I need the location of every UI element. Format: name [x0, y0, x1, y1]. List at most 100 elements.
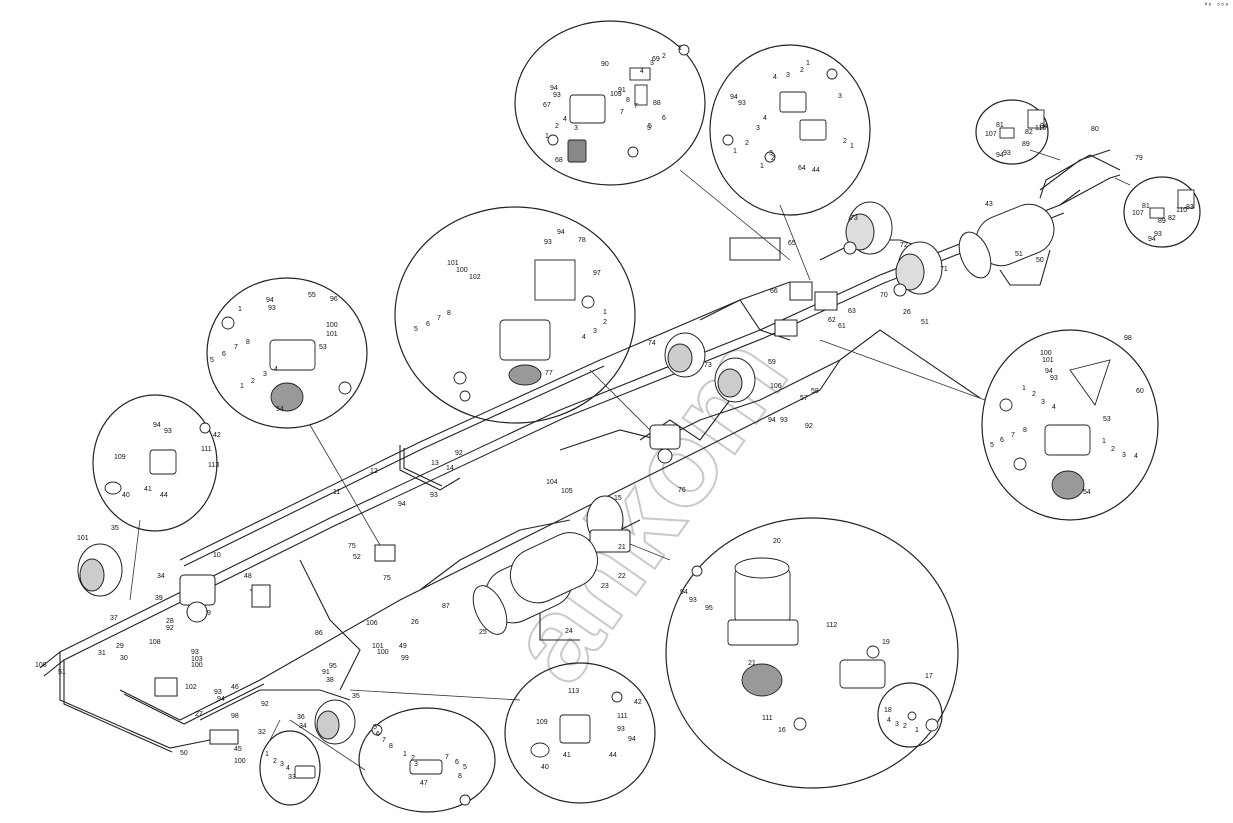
- callout-number: 93: [1154, 231, 1162, 238]
- callout-number: 33: [288, 774, 296, 781]
- callout-number: 3: [786, 72, 790, 79]
- callout-number: 3: [1041, 399, 1045, 406]
- callout-number: 3: [838, 93, 842, 100]
- callout-number: 94: [1045, 368, 1053, 375]
- callout-number: 95: [329, 663, 337, 670]
- callout-number: 6: [376, 731, 380, 738]
- callout-number: 105: [561, 488, 573, 495]
- callout-number: 4: [763, 115, 767, 122]
- callout-number: 75: [348, 543, 356, 550]
- callout-number: 1: [603, 309, 607, 316]
- bracket-48: [251, 584, 271, 608]
- callout-number: 93: [214, 689, 222, 696]
- callout-number: 3: [574, 125, 578, 132]
- callout-number: 4: [563, 116, 567, 123]
- callout-number: 3: [593, 328, 597, 335]
- callout-number: 37: [110, 615, 118, 622]
- callout-number: 5: [990, 442, 994, 449]
- callout-number: 109: [536, 719, 548, 726]
- callout-number: 6: [1000, 437, 1004, 444]
- callout-number: 11: [333, 489, 340, 496]
- detail-circle-c7: [92, 394, 218, 532]
- callout-number: 3: [650, 60, 654, 67]
- callout-number: 3: [895, 721, 899, 728]
- callout-number: 26: [903, 309, 911, 316]
- callout-number: 41: [144, 486, 152, 493]
- callout-number: 111: [201, 446, 212, 453]
- callout-number: 93: [617, 726, 625, 733]
- leader-lines: [129, 149, 1131, 771]
- callout-number: 23: [601, 583, 609, 590]
- callout-number: 1: [760, 163, 764, 170]
- callout-number: 28: [166, 618, 174, 625]
- callout-number: 64: [798, 165, 806, 172]
- callout-number: 4: [773, 74, 777, 81]
- detail-components: [104, 44, 1195, 806]
- callout-number: 110: [1176, 207, 1187, 214]
- callout-number: 100: [326, 322, 338, 329]
- callout-number: 7: [1011, 432, 1015, 439]
- detail-circle-c10: [504, 662, 656, 804]
- callout-number: 2: [1111, 446, 1115, 453]
- callout-number: 36: [297, 714, 305, 721]
- callout-number: 91: [322, 669, 330, 676]
- air-tank: [958, 203, 1055, 279]
- callout-number: 93: [191, 649, 199, 656]
- callout-number: 2: [603, 319, 607, 326]
- callout-number: 1: [915, 727, 919, 734]
- callout-number: 92: [166, 625, 174, 632]
- callout-number: 94: [398, 501, 406, 508]
- callout-number: 57: [800, 395, 808, 402]
- callout-number: 101: [77, 535, 89, 542]
- callout-number: 2: [843, 138, 847, 145]
- callout-number: 75: [383, 575, 391, 582]
- callout-number: 8: [1023, 427, 1027, 434]
- callout-number: 100: [234, 758, 246, 765]
- callout-number: 89: [1158, 218, 1166, 225]
- callout-number: 94: [730, 94, 738, 101]
- callout-number: 65: [788, 240, 796, 247]
- callout-number: 88: [653, 100, 661, 107]
- callout-number: 70: [880, 292, 888, 299]
- callout-number: 111: [762, 715, 773, 722]
- callout-number: 1: [238, 306, 242, 313]
- callout-number: 92: [805, 423, 813, 430]
- callout-number: 5: [414, 326, 418, 333]
- callout-number: 26: [411, 619, 419, 626]
- brake-chamber-35-lower: [314, 699, 356, 745]
- callout-number: 58: [811, 388, 819, 395]
- callout-number: 93: [430, 492, 438, 499]
- callout-number: 67: [543, 102, 551, 109]
- callout-number: 107: [1132, 210, 1144, 217]
- callout-number: 86: [315, 630, 323, 637]
- callout-number: 94: [153, 422, 161, 429]
- callout-number: 22: [618, 573, 626, 580]
- callout-number: 2: [662, 53, 666, 60]
- callout-number: 1: [733, 148, 737, 155]
- brake-chamber-72: [843, 201, 893, 255]
- frame-components: [77, 201, 1055, 745]
- callout-number: 8: [246, 339, 250, 346]
- callout-number: 95: [705, 605, 713, 612]
- callout-number: 92: [261, 701, 269, 708]
- callout-number: 94: [768, 417, 776, 424]
- callout-number: 44: [609, 752, 617, 759]
- callout-number: 2: [771, 155, 775, 162]
- callout-number: 90: [601, 61, 609, 68]
- callout-number: 93: [1003, 150, 1011, 157]
- callout-number: 25: [479, 629, 487, 636]
- callout-number: 98: [1124, 335, 1132, 342]
- callout-number: 69: [652, 56, 660, 63]
- callout-number: 40: [122, 492, 130, 499]
- callout-number: 94: [1148, 236, 1156, 243]
- callout-number: 24: [565, 628, 573, 635]
- callout-number: 103: [191, 656, 203, 663]
- detail-circle-c3: [975, 99, 1049, 165]
- callout-number: 81: [996, 122, 1004, 129]
- callout-number: 84: [1040, 123, 1048, 130]
- air-tanks-24: [472, 532, 598, 635]
- callout-number: 6: [455, 759, 459, 766]
- callout-number: 2: [251, 378, 255, 385]
- callout-number: 4: [1134, 453, 1138, 460]
- callout-number: 80: [1091, 126, 1099, 133]
